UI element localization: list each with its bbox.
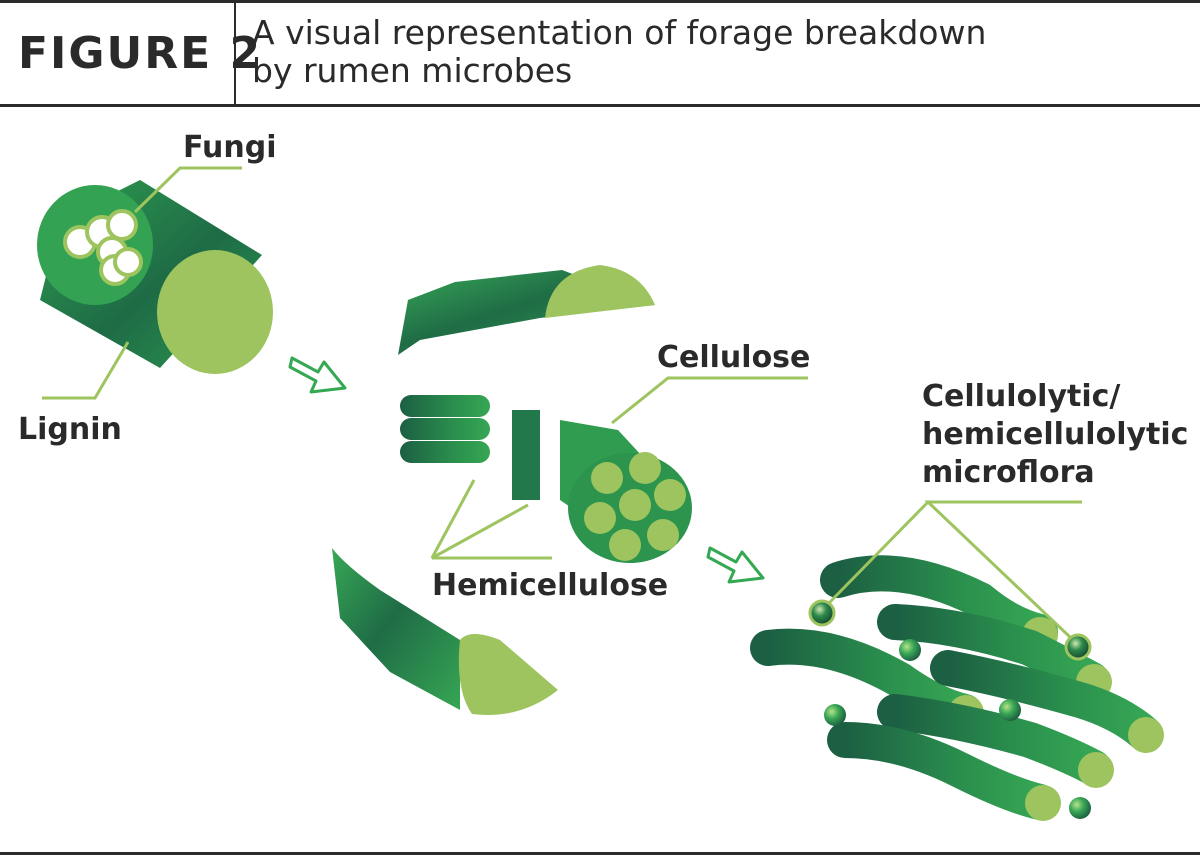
degraded-fiber-2 <box>877 604 1110 698</box>
hemicellulose-band-1 <box>490 395 515 498</box>
fungi-label: Fungi <box>183 130 277 165</box>
lignin-shell-bottom <box>332 548 558 715</box>
figure-header: FIGURE 2 A visual representation of fora… <box>0 0 1200 108</box>
microflora-label: Cellulolytic/ hemicellulolytic microflor… <box>922 378 1192 492</box>
figure-title-line-1: A visual representation of forage breakd… <box>252 13 987 52</box>
arrow-step-2 <box>706 546 765 584</box>
lignin-shell-top <box>398 265 655 355</box>
bundle-strand-1 <box>400 395 490 417</box>
cellulose-leader-line <box>611 376 808 425</box>
bundle-strand-3 <box>400 441 490 463</box>
cellulose-fibrils <box>584 452 686 561</box>
fungi-leader-line <box>133 166 242 214</box>
hemicellulose-label: Hemicellulose <box>432 568 669 603</box>
microbe-highlighted-1 <box>808 599 836 627</box>
microbes <box>808 599 1092 819</box>
microbe-4 <box>1069 797 1091 819</box>
lignin-leader-line <box>42 341 130 400</box>
cellulose-label: Cellulose <box>657 340 811 375</box>
degraded-fiber-4 <box>930 650 1163 752</box>
degraded-fibers <box>750 555 1164 821</box>
intact-fiber <box>37 180 273 374</box>
lignin-label: Lignin <box>18 412 122 447</box>
arrow-step-1 <box>288 356 347 394</box>
microbe-2 <box>824 704 846 726</box>
bundle-mid-section <box>512 410 544 500</box>
figure-title: A visual representation of forage breakd… <box>252 14 1152 90</box>
hemicellulose-leader-line-1 <box>430 479 476 559</box>
hemicellulose-leader-line-2 <box>431 503 552 560</box>
bundle-strand-2 <box>400 418 490 440</box>
microflora-label-line-3: microflora <box>922 455 1095 490</box>
fiber-bundle <box>400 395 692 563</box>
degraded-fiber-5 <box>877 694 1112 786</box>
forage-breakdown-diagram <box>37 166 1164 821</box>
microbe-3 <box>999 699 1021 721</box>
header-divider <box>234 0 236 107</box>
header-top-rule <box>0 0 1200 3</box>
intact-fiber-endcap <box>157 250 273 374</box>
microbe-highlighted-2 <box>1064 633 1092 661</box>
microflora-label-line-2: hemicellulolytic <box>922 417 1189 452</box>
degraded-fiber-1 <box>820 555 1058 650</box>
microflora-label-line-1: Cellulolytic/ <box>922 379 1121 414</box>
figure-title-line-2: by rumen microbes <box>252 51 573 90</box>
microbe-1 <box>899 639 921 661</box>
microflora-leader-line-1 <box>827 500 930 605</box>
header-bottom-rule <box>0 104 1200 107</box>
figure-label: FIGURE 2 <box>18 28 263 79</box>
footer-rule <box>0 852 1200 855</box>
hemicellulose-band-2 <box>540 410 562 505</box>
degraded-fiber-6 <box>827 722 1058 820</box>
fungi-cluster <box>63 209 143 286</box>
microflora-leader-line-2 <box>924 500 1082 640</box>
